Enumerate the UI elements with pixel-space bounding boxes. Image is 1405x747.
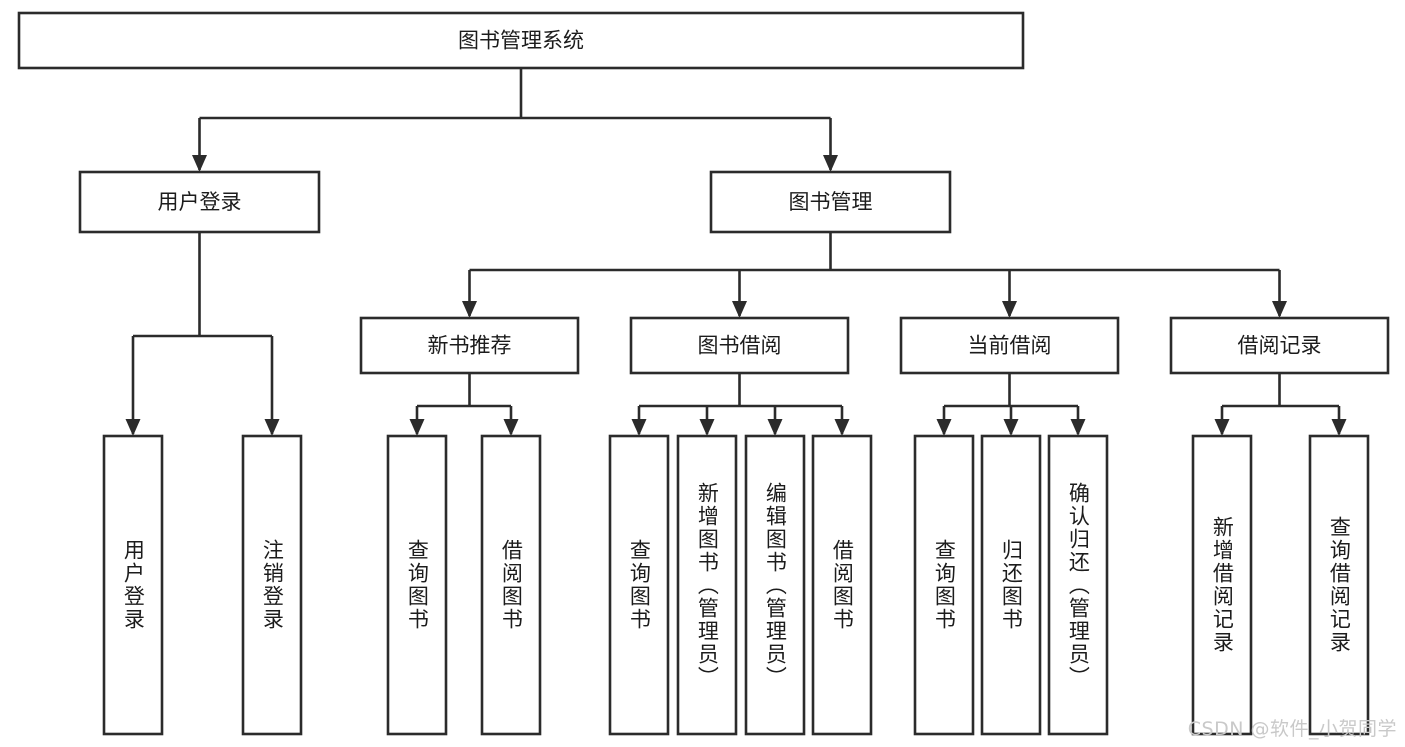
arrow-head-icon bbox=[834, 419, 850, 436]
node-box-new-book-recommend[interactable] bbox=[359, 316, 580, 375]
connectors-layer bbox=[125, 68, 1347, 436]
arrow-head-icon bbox=[192, 155, 207, 172]
node-box-leaf-query-book-2[interactable] bbox=[608, 434, 670, 736]
node-box-leaf-query-record[interactable] bbox=[1308, 434, 1370, 736]
arrow-head-icon bbox=[936, 419, 952, 436]
watermark-text: CSDN @软件_小贺同学 bbox=[1187, 718, 1397, 740]
arrow-head-icon bbox=[767, 419, 783, 436]
arrow-head-icon bbox=[462, 301, 477, 318]
arrow-head-icon bbox=[1002, 301, 1017, 318]
node-box-leaf-edit-book[interactable] bbox=[744, 434, 806, 736]
node-box-leaf-add-record[interactable] bbox=[1191, 434, 1253, 736]
arrow-head-icon bbox=[264, 419, 280, 436]
arrow-head-icon bbox=[1070, 419, 1086, 436]
arrow-head-icon bbox=[1331, 419, 1347, 436]
node-box-book-borrow[interactable] bbox=[629, 316, 850, 375]
node-label-book-borrow: 图书借阅 bbox=[698, 334, 782, 358]
node-label-root: 图书管理系统 bbox=[458, 29, 584, 53]
arrow-head-icon bbox=[823, 155, 838, 172]
node-box-book-manage[interactable] bbox=[709, 170, 952, 234]
node-box-leaf-borrow-book-1[interactable] bbox=[480, 434, 542, 736]
node-box-root[interactable] bbox=[17, 11, 1025, 70]
arrow-head-icon bbox=[699, 419, 715, 436]
node-label-user-login: 用户登录 bbox=[158, 190, 242, 214]
node-box-leaf-user-login[interactable] bbox=[102, 434, 164, 736]
node-box-leaf-add-book[interactable] bbox=[676, 434, 738, 736]
node-label-book-manage: 图书管理 bbox=[789, 190, 873, 214]
arrow-head-icon bbox=[125, 419, 141, 436]
node-box-leaf-user-logout[interactable] bbox=[241, 434, 303, 736]
node-box-leaf-confirm-return[interactable] bbox=[1047, 434, 1109, 736]
node-box-current-borrow[interactable] bbox=[899, 316, 1120, 375]
boxes-layer bbox=[17, 11, 1390, 736]
arrow-head-icon bbox=[503, 419, 519, 436]
node-box-leaf-query-book-3[interactable] bbox=[913, 434, 975, 736]
node-box-leaf-return-book[interactable] bbox=[980, 434, 1042, 736]
arrow-head-icon bbox=[631, 419, 647, 436]
arrow-head-icon bbox=[1272, 301, 1287, 318]
node-box-borrow-record[interactable] bbox=[1169, 316, 1390, 375]
node-box-user-login[interactable] bbox=[78, 170, 321, 234]
arrow-head-icon bbox=[1003, 419, 1019, 436]
node-label-new-book-recommend: 新书推荐 bbox=[428, 334, 512, 358]
node-box-leaf-borrow-book-2[interactable] bbox=[811, 434, 873, 736]
node-box-leaf-query-book-1[interactable] bbox=[386, 434, 448, 736]
node-label-borrow-record: 借阅记录 bbox=[1238, 334, 1322, 358]
arrow-head-icon bbox=[1214, 419, 1230, 436]
node-label-current-borrow: 当前借阅 bbox=[968, 334, 1052, 358]
arrow-head-icon bbox=[732, 301, 747, 318]
arrow-head-icon bbox=[409, 419, 425, 436]
